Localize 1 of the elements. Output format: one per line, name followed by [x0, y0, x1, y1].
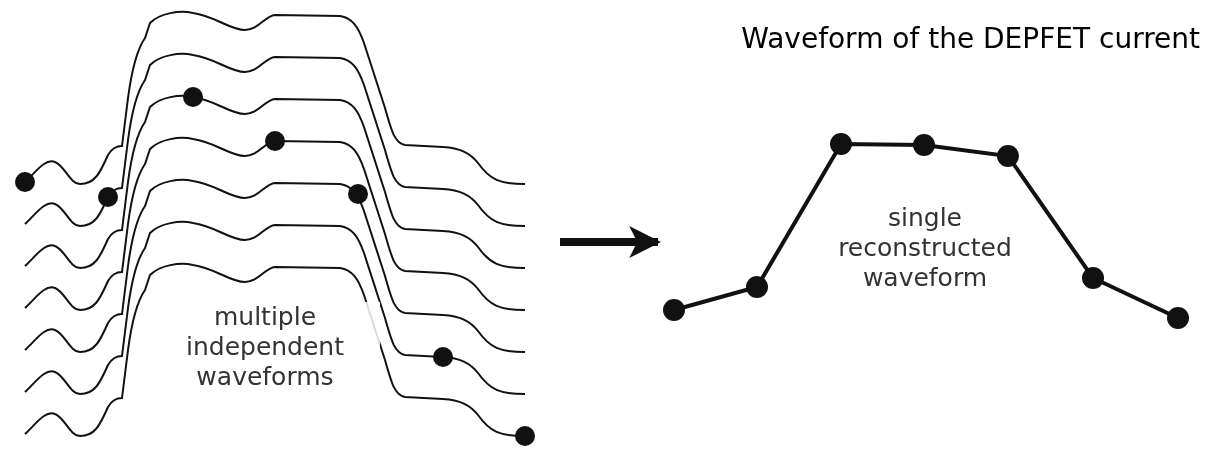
- title: Waveform of the DEPFET current: [740, 22, 1200, 55]
